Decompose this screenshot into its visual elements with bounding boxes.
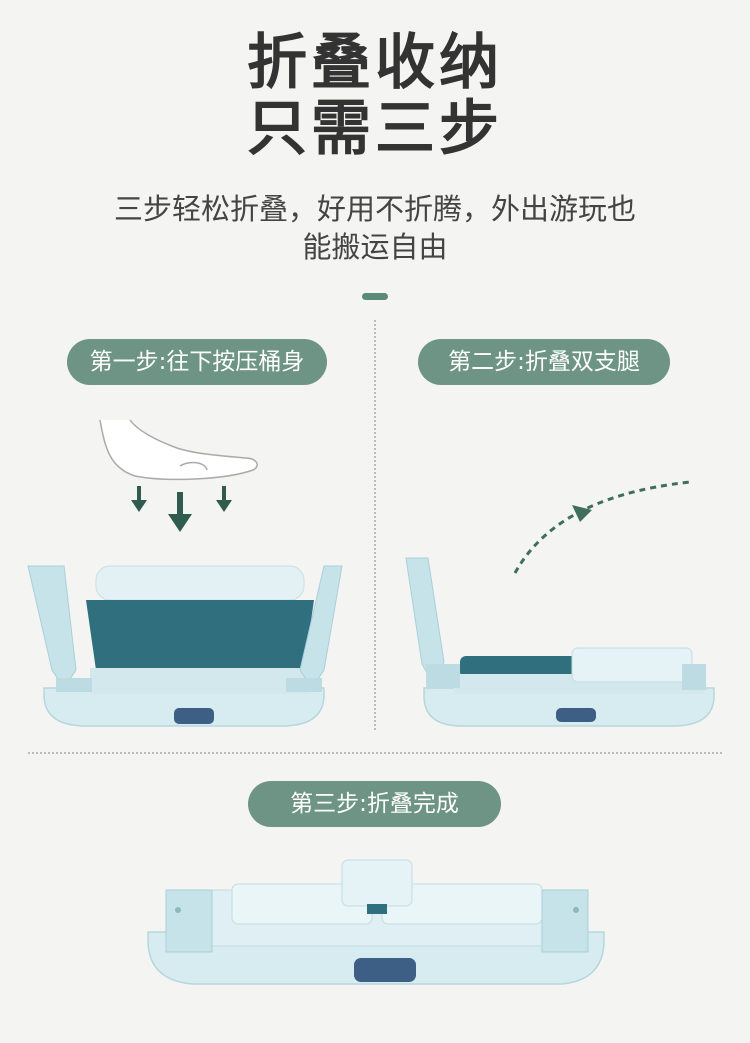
subtitle-line-1: 三步轻松折叠，好用不折腾，外出游玩也 [113,192,636,226]
page-title-line-1: 折叠收纳 [247,28,503,98]
down-arrows-icon [131,486,232,532]
step-1-badge: 第一步:往下按压桶身 [67,339,327,385]
horizontal-divider [28,752,722,754]
vertical-divider [374,320,376,730]
tub-illustration-step-1 [27,565,343,727]
tub-illustration-step-2 [405,557,715,727]
step-2-badge: 第二步:折叠双支腿 [418,339,670,385]
page-title-line-2: 只需三步 [247,94,503,164]
accent-bar [362,293,388,300]
curved-arrow-icon [513,480,691,574]
tub-illustration-step-3 [147,859,605,985]
foot-icon [99,419,258,481]
step-3-badge: 第三步:折叠完成 [248,781,501,827]
subtitle-line-2: 能搬运自由 [302,230,448,264]
page-subtitle: 三步轻松折叠，好用不折腾，外出游玩也 能搬运自由 [60,190,690,266]
